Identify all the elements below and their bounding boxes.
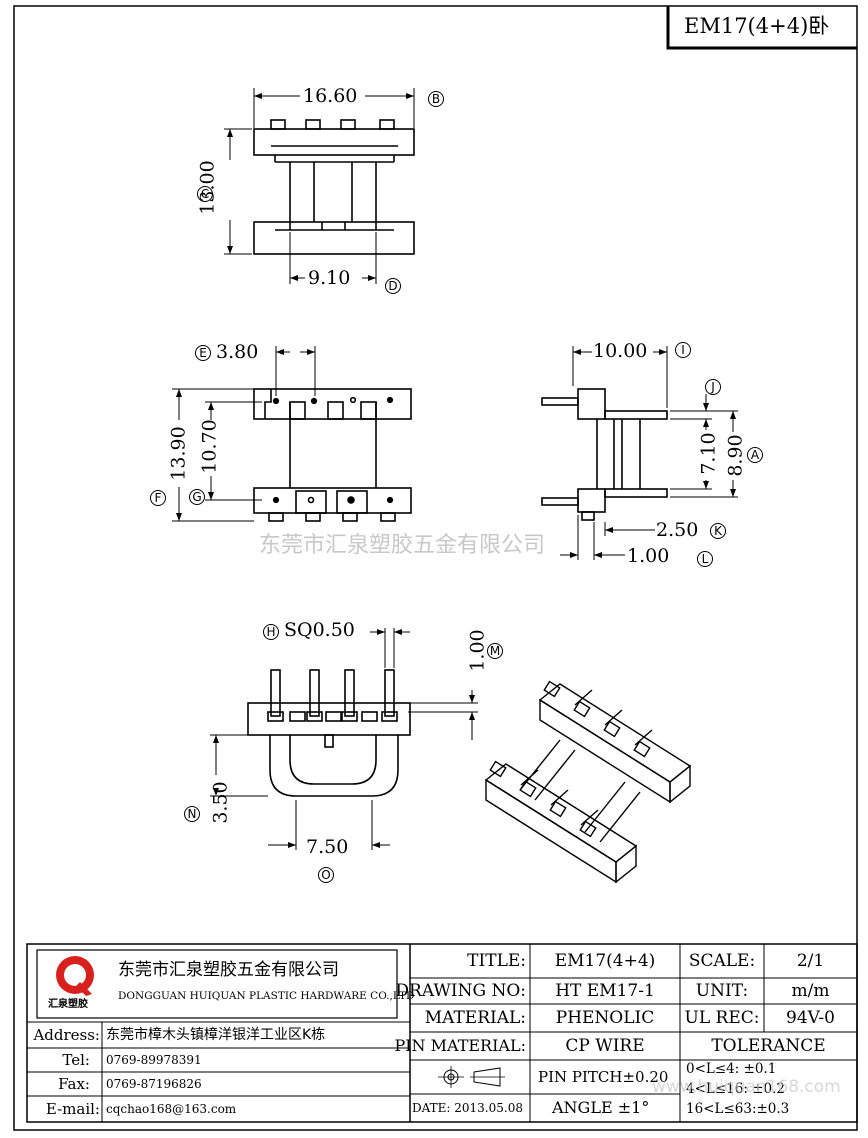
- dim-f-marker: F: [150, 490, 166, 506]
- dim-g-value: 10.70: [198, 419, 221, 474]
- email-value: cqchao168@163.com: [106, 1102, 237, 1116]
- company-name-cn: 东莞市汇泉塑胶五金有限公司: [118, 960, 339, 980]
- dim-i-value: 10.00: [593, 340, 648, 362]
- dim-b-marker: B: [428, 91, 444, 107]
- side-view: [541, 346, 738, 560]
- dim-l-value: 1.00: [627, 545, 670, 567]
- dim-i-marker: I: [675, 342, 691, 358]
- front-view: [172, 346, 412, 522]
- fax-value: 0769-87196826: [106, 1077, 202, 1091]
- watermark-url: www.huiquan168.com: [652, 1077, 841, 1097]
- material-value: PHENOLIC: [555, 1007, 655, 1028]
- drawing-date: DATE: 2013.05.08: [412, 1101, 523, 1115]
- title-value: EM17(4+4): [554, 950, 656, 971]
- tolerance-row-2: 4<L≤16: ±0.2: [686, 1081, 785, 1098]
- title-block-grid: [26, 943, 858, 1123]
- dim-e-marker: E: [195, 345, 211, 361]
- dim-g-marker: G: [189, 489, 205, 505]
- drawings: [172, 88, 738, 884]
- logo-caption: 汇泉塑胶: [48, 999, 88, 1010]
- email-label: E-mail:: [45, 1099, 100, 1118]
- dim-m-value: 1.00: [466, 629, 489, 672]
- dim-k-marker: K: [710, 523, 726, 539]
- dim-m-marker: M: [487, 643, 503, 659]
- unit-value: m/m: [791, 980, 830, 1001]
- address-value: 东莞市樟木头镇樟洋银洋工业区K栋: [106, 1027, 326, 1043]
- title-label: TITLE:: [467, 950, 526, 971]
- drawing-no-value: HT EM17-1: [555, 980, 655, 1001]
- unit-label: UNIT:: [695, 980, 749, 1001]
- part-title: EM17(4+4)卧: [684, 14, 830, 38]
- dim-a-value: 8.90: [724, 434, 747, 477]
- pin-material-label: PIN MATERIAL:: [394, 1036, 526, 1055]
- pin-material-value: CP WIRE: [565, 1035, 645, 1056]
- dim-n-marker: N: [184, 806, 200, 822]
- material-label: MATERIAL:: [424, 1007, 526, 1028]
- dim-k-value: 2.50: [656, 519, 699, 541]
- dim-710-value: 7.10: [697, 432, 720, 475]
- dim-b-value: 16.60: [303, 85, 358, 107]
- dim-o-marker: O: [318, 867, 334, 883]
- dim-e-value: 3.80: [216, 341, 259, 363]
- tolerance-row-1: 0<L≤4: ±0.1: [686, 1061, 777, 1078]
- dim-o-value: 7.50: [306, 836, 349, 858]
- dim-d-value: 9.10: [308, 267, 351, 289]
- scale-value: 2/1: [796, 950, 825, 971]
- ul-value: 94V-0: [786, 1007, 835, 1028]
- angle-tolerance: ANGLE ±1°: [552, 1098, 650, 1117]
- dim-h-marker: H: [263, 624, 279, 640]
- outer-border: [13, 5, 858, 1131]
- dim-f-value: 13.90: [167, 426, 190, 481]
- dim-j-marker: J: [705, 379, 721, 395]
- top-view: [224, 88, 415, 284]
- watermark-company: 东莞市汇泉塑胶五金有限公司: [259, 533, 546, 558]
- address-label: Address:: [33, 1025, 100, 1044]
- tel-label: Tel:: [62, 1050, 90, 1069]
- dim-l-marker: L: [697, 551, 713, 567]
- tolerance-label: TOLERANCE: [711, 1035, 826, 1056]
- ul-label: UL REC:: [684, 1007, 760, 1028]
- dim-c-marker: C: [197, 186, 213, 202]
- drawing-no-label: DRAWING NO:: [395, 980, 526, 1001]
- isometric-view: [484, 680, 692, 884]
- dim-a-marker: A: [747, 447, 763, 463]
- pin-pitch: PIN PITCH±0.20: [538, 1067, 669, 1086]
- fax-label: Fax:: [58, 1074, 90, 1093]
- scale-label: SCALE:: [688, 950, 756, 971]
- tolerance-row-3: 16<L≤63:±0.3: [686, 1101, 790, 1118]
- company-name-en: DONGGUAN HUIQUAN PLASTIC HARDWARE CO.,LT…: [118, 990, 415, 1002]
- part-title-tab: [666, 6, 857, 50]
- end-view: [210, 628, 478, 850]
- dim-n-value: 3.50: [209, 781, 232, 824]
- dim-h-value: SQ0.50: [284, 619, 355, 641]
- company-logo: [56, 956, 94, 996]
- tel-value: 0769-89978391: [106, 1053, 202, 1067]
- dim-d-marker: D: [385, 278, 401, 294]
